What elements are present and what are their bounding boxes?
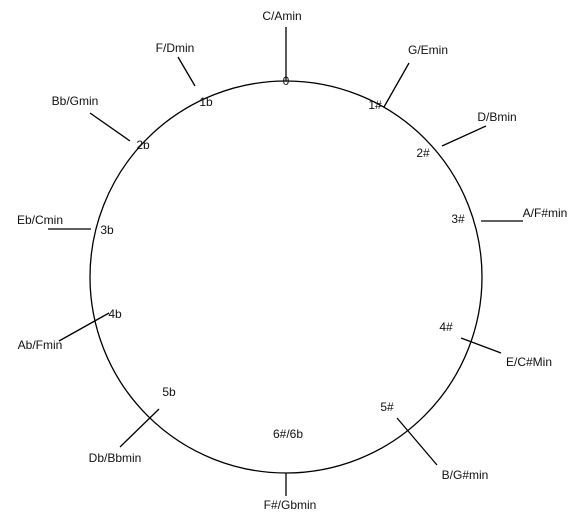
accidental-label-2b: 2b [136,138,150,152]
key-label-db-bbmin: Db/Bbmin [89,451,142,465]
accidental-label-4b: 4b [108,307,122,321]
key-label-bb-gmin: Bb/Gmin [52,94,99,108]
spoke-d-bmin [441,125,487,147]
accidental-label-5s: 5# [380,400,394,414]
key-label-fs-gbmin: F#/Gbmin [264,498,317,512]
spoke-db-bbmin [119,408,160,448]
key-label-e-csmin: E/C#Min [506,355,552,369]
accidental-label-5b: 5b [162,385,176,399]
spoke-f-dmin [177,56,196,87]
accidental-label-0: 0 [283,74,290,88]
key-label-f-dmin: F/Dmin [156,41,195,55]
key-label-g-emin: G/Emin [408,43,448,57]
accidental-label-2s: 2# [416,146,430,160]
spoke-g-emin [383,62,410,108]
accidental-label-3b: 3b [100,223,114,237]
accidental-label-4s: 4# [439,320,453,334]
accidental-label-1b: 1b [199,95,213,109]
key-label-c-amin: C/Amin [262,9,301,23]
key-label-b-gsmin: B/G#min [442,468,489,482]
accidental-label-3s: 3# [451,212,465,226]
spoke-b-gsmin [396,417,438,466]
accidental-label-1s: 1# [368,98,382,112]
spoke-e-csmin [460,337,502,354]
spoke-ab-fmin [58,312,110,342]
spoke-bb-gmin [89,112,131,142]
key-label-d-bmin: D/Bmin [477,110,516,124]
key-label-eb-cmin: Eb/Cmin [17,213,63,227]
key-label-a-fsmin: A/F#min [523,206,568,220]
key-label-ab-fmin: Ab/Fmin [18,338,63,352]
accidental-label-6s-6b: 6#/6b [273,427,303,441]
